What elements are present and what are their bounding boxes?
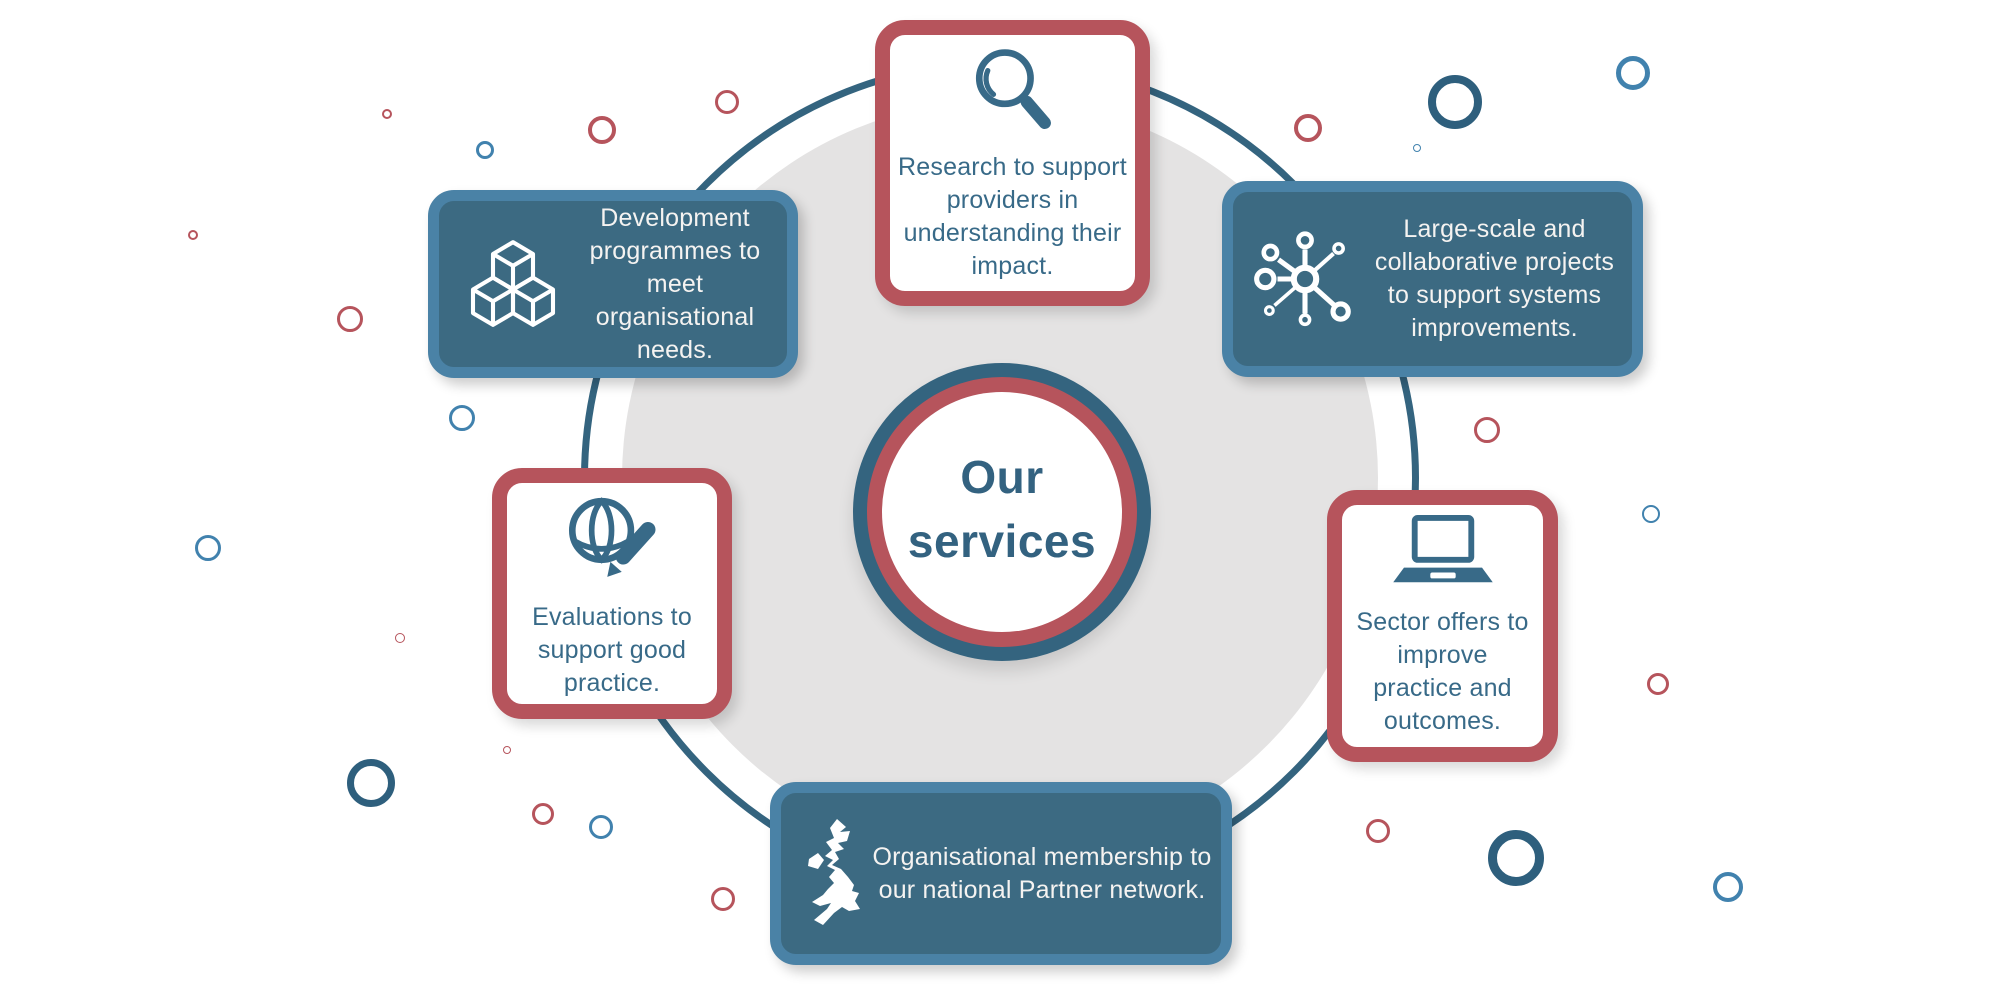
decorative-circle xyxy=(1616,56,1650,90)
decorative-circle xyxy=(715,90,739,114)
decorative-circle xyxy=(195,535,221,561)
decorative-circle xyxy=(503,746,511,754)
decorative-circle xyxy=(382,109,392,119)
badge-inner-circle: Our services xyxy=(882,392,1122,632)
decorative-circle xyxy=(449,405,475,431)
service-text-large-scale: Large-scale and collaborative projects t… xyxy=(1374,215,1615,342)
service-text-membership: Organisational membership to our nationa… xyxy=(872,842,1212,904)
decorative-circle xyxy=(347,759,395,807)
service-text-evaluations: Evaluations to support good practice. xyxy=(532,603,692,697)
uk-map-icon xyxy=(808,818,860,925)
decorative-circle xyxy=(588,116,616,144)
decorative-circle xyxy=(1413,144,1421,152)
decorative-circle xyxy=(1647,673,1669,695)
service-card-development: Development programmes to meet organisat… xyxy=(428,190,798,378)
service-text-development: Development programmes to meet organisat… xyxy=(589,203,761,364)
network-icon xyxy=(1254,231,1351,327)
service-card-large-scale: Large-scale and collaborative projects t… xyxy=(1222,181,1643,377)
decorative-circle xyxy=(337,306,363,332)
decorative-circle xyxy=(476,141,494,159)
decorative-circle xyxy=(1488,830,1544,886)
decorative-circle xyxy=(711,887,735,911)
service-card-sector-offers: Sector offers to improve practice and ou… xyxy=(1327,490,1558,762)
decorative-circle xyxy=(1474,417,1500,443)
page-title: Our services xyxy=(907,451,1097,567)
our-services-badge: Our services xyxy=(853,363,1151,661)
cubes-icon xyxy=(470,240,556,327)
decorative-circle xyxy=(395,633,405,643)
service-card-evaluations: Evaluations to support good practice. xyxy=(492,468,732,719)
decorative-circle xyxy=(1642,505,1660,523)
service-text-research: Research to support providers in underst… xyxy=(898,152,1127,280)
decorative-circle xyxy=(532,803,554,825)
decorative-circle xyxy=(589,815,613,839)
service-text-sector-offers: Sector offers to improve practice and ou… xyxy=(1356,608,1529,735)
decorative-circle xyxy=(1713,872,1743,902)
globe-pencil-icon xyxy=(568,497,656,577)
service-card-research: Research to support providers in underst… xyxy=(875,20,1150,306)
decorative-circle xyxy=(1428,75,1482,129)
magnifier-icon xyxy=(975,48,1051,129)
service-card-membership: Organisational membership to our nationa… xyxy=(770,782,1232,965)
decorative-circle xyxy=(188,230,198,240)
decorative-circle xyxy=(1294,114,1322,142)
laptop-icon xyxy=(1392,514,1493,583)
decorative-circle xyxy=(1366,819,1390,843)
